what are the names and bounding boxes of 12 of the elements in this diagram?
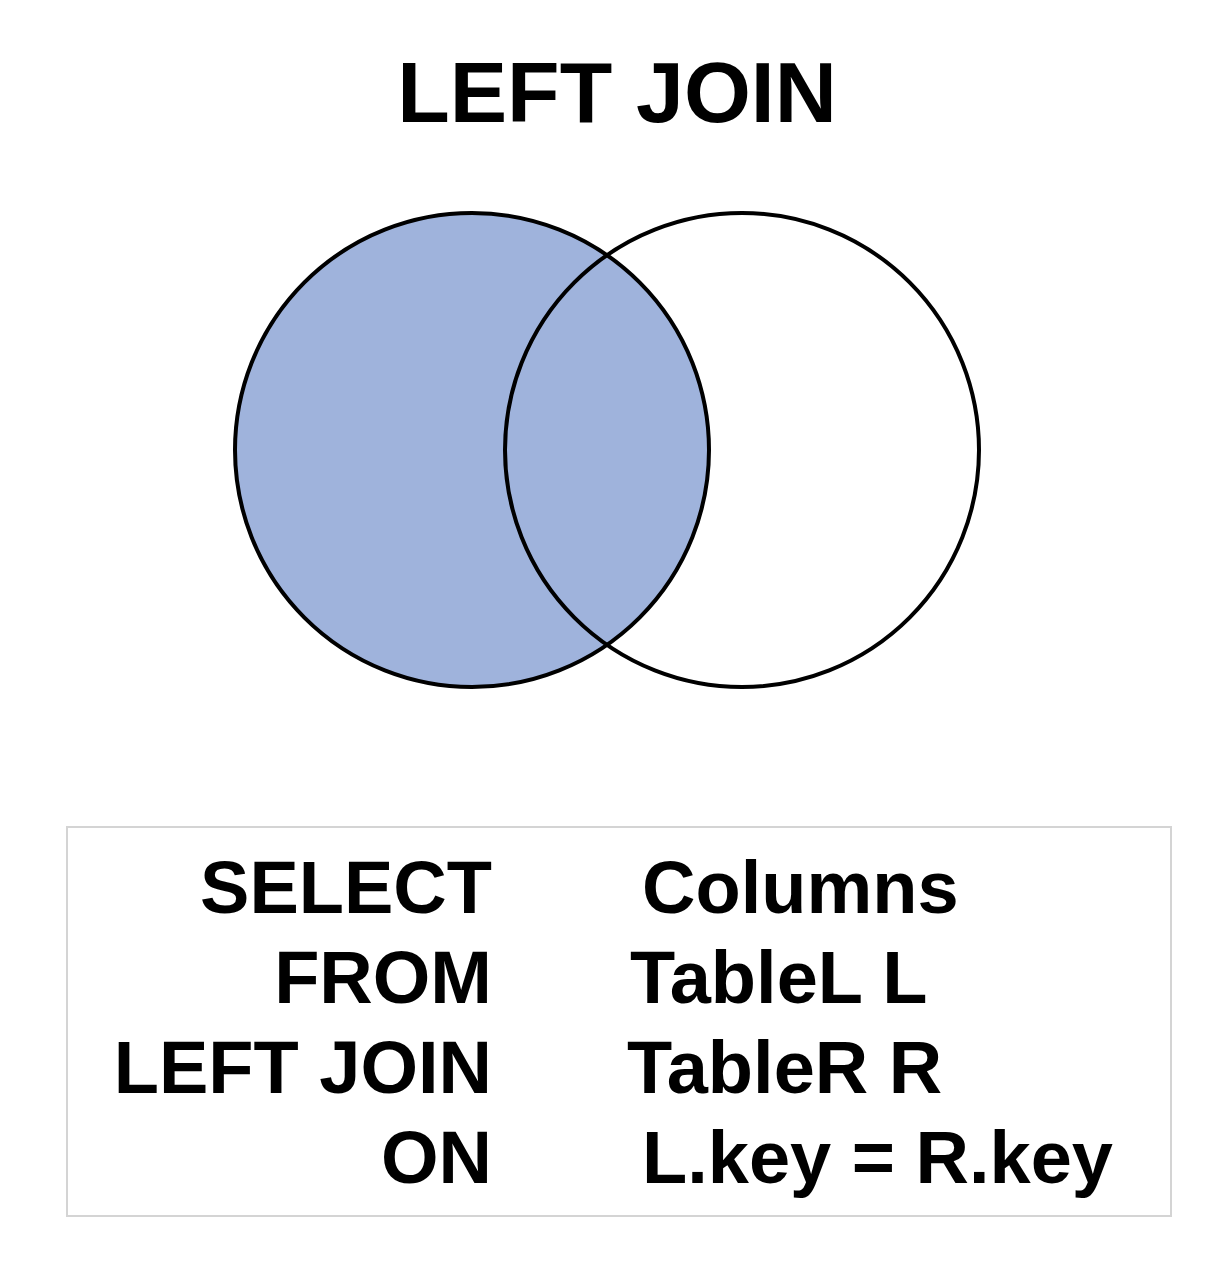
sql-keyword: ON [381,1115,492,1201]
sql-keyword: SELECT [200,845,492,931]
sql-clause-text: L.key = R.key [642,1115,1114,1201]
sql-keyword: FROM [274,935,492,1021]
sql-clause-text: Columns [642,845,959,931]
sql-keyword: LEFT JOIN [113,1025,492,1111]
diagram-title: LEFT JOIN [397,49,837,135]
sql-clause-text: TableL L [630,935,928,1021]
venn-circle [233,211,711,689]
sql-clause-text: TableR R [627,1025,943,1111]
query-panel [66,826,1172,1217]
venn-circle [503,211,981,689]
